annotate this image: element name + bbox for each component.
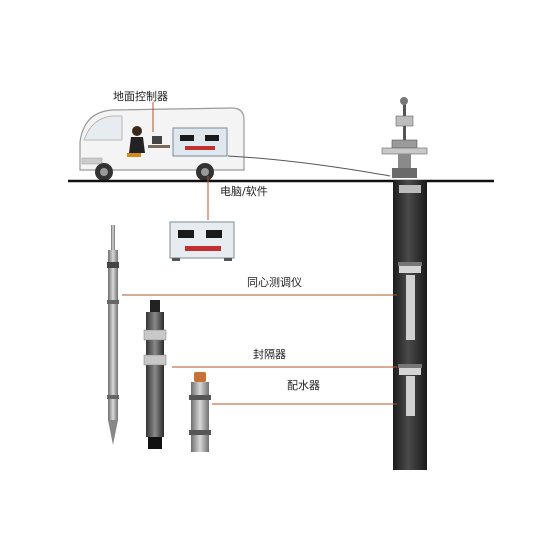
cable xyxy=(227,155,391,177)
packer-tool xyxy=(143,300,167,449)
operator-person xyxy=(127,126,170,157)
water-distributor-label: 配水器 xyxy=(287,379,320,392)
concentric-tester-label: 同心测调仪 xyxy=(247,276,302,289)
well-casing xyxy=(393,180,427,470)
packer-label: 封隔器 xyxy=(253,348,286,361)
concentric-tester-tool xyxy=(107,225,119,445)
computer-software-label: 电脑/软件 xyxy=(220,185,268,198)
wellhead-tree xyxy=(381,97,428,178)
ground-controller-unit xyxy=(172,127,228,157)
water-distributor-tool xyxy=(189,372,211,452)
computer-controller-device xyxy=(169,221,235,261)
ground-controller-label: 地面控制器 xyxy=(113,90,168,103)
